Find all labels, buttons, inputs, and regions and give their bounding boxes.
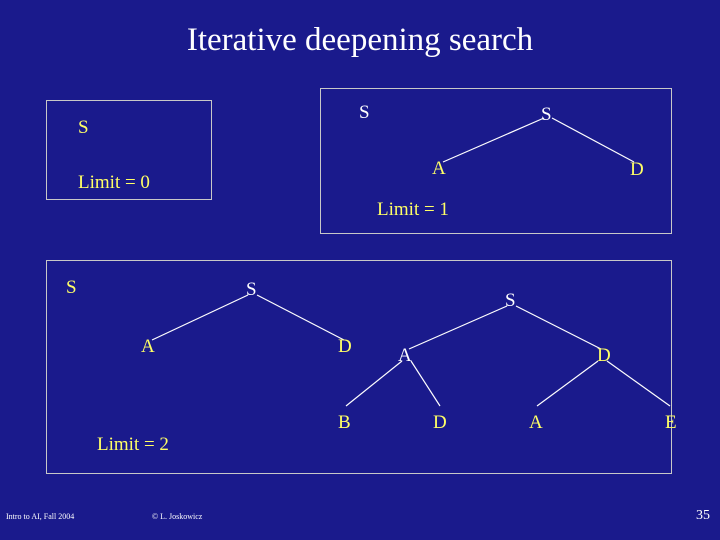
node-b-limit2: B (338, 412, 351, 433)
node-a-limit1: A (432, 158, 446, 179)
node-a-limit2-left: A (141, 336, 155, 357)
node-d-limit2-leaf: D (433, 412, 447, 433)
limit-label-1: Limit = 1 (377, 199, 449, 220)
panel-limit-2 (46, 260, 672, 474)
node-e-limit2-leaf: E (665, 412, 677, 433)
footer-copyright: © L. Joskowicz (152, 512, 203, 521)
footer-course: Intro to AI, Fall 2004 (6, 512, 75, 521)
node-s-limit2-c: S (505, 290, 516, 311)
limit-label-0: Limit = 0 (78, 172, 150, 193)
panel-limit-1 (320, 88, 672, 234)
node-d-limit2-left: D (338, 336, 352, 357)
slide-title: Iterative deepening search (186, 22, 534, 58)
limit-label-2: Limit = 2 (97, 434, 169, 455)
node-s-limit2-a: S (66, 277, 77, 298)
footer-page-number: 35 (696, 508, 710, 523)
node-s-limit0: S (78, 117, 89, 138)
node-s-limit2-b: S (246, 279, 257, 300)
node-d-limit1: D (630, 159, 644, 180)
node-a-limit2-right: A (398, 345, 412, 366)
node-s-limit1-a: S (359, 102, 370, 123)
node-d-limit2-right: D (597, 345, 611, 366)
panel-limit-0 (46, 100, 212, 200)
node-a-limit2-leaf: A (529, 412, 543, 433)
node-s-limit1-b: S (541, 104, 552, 125)
